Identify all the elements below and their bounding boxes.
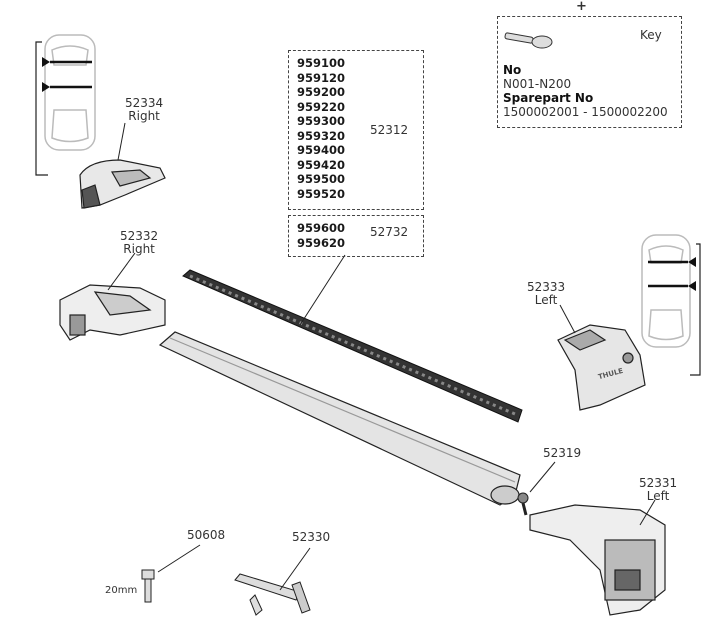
rubber-strip xyxy=(182,269,523,423)
part-side: Right xyxy=(128,109,160,123)
key-title: Key xyxy=(640,28,662,42)
model-number: 959500 xyxy=(297,172,346,186)
key-no-value: N001-N200 xyxy=(503,77,572,91)
model-list: 959600 959620 xyxy=(297,221,345,250)
part-number: 50608 xyxy=(187,528,226,542)
part-number: 52333 xyxy=(527,280,566,294)
arrow-left-icon xyxy=(42,57,50,67)
bracket-right xyxy=(690,243,701,376)
plus-sign: + xyxy=(576,0,587,14)
wing-bar xyxy=(158,331,521,506)
arrow-right-icon xyxy=(688,281,696,291)
part-number: 52331 xyxy=(639,476,678,490)
model-number: 959620 xyxy=(297,235,346,250)
model-number: 959120 xyxy=(297,70,346,85)
part-number: 52334 xyxy=(125,96,164,110)
model-number: 959520 xyxy=(297,186,346,201)
key-no-label: No xyxy=(503,63,522,77)
part-number: 52330 xyxy=(292,530,331,544)
sparepart-value: 1500002001 - 1500002200 xyxy=(503,105,668,119)
model-number: 959100 xyxy=(297,56,346,70)
bolt-length: 20mm xyxy=(105,585,138,596)
model-number: 959200 xyxy=(297,85,346,99)
part-number: 52332 xyxy=(120,229,159,243)
arrow-right-icon xyxy=(688,257,696,267)
model-number: 959300 xyxy=(297,114,346,128)
part-number-52732: 52732 xyxy=(370,225,409,239)
model-number: 959420 xyxy=(297,157,346,172)
part-side: Right xyxy=(123,242,155,256)
part-number-52312: 52312 xyxy=(370,123,409,137)
part-side: Left xyxy=(534,293,558,307)
model-number: 959400 xyxy=(297,143,346,157)
roof-bars-left xyxy=(50,60,92,89)
sparepart-label: Sparepart No xyxy=(503,91,594,105)
end-cover-left xyxy=(557,324,646,411)
screw-52319 xyxy=(517,492,529,516)
model-list: 959100 959120 959200 959220 959300 95932… xyxy=(297,56,345,201)
label-52330: 52330 xyxy=(292,531,330,544)
foot-left xyxy=(529,504,666,616)
roof-bars-right xyxy=(648,260,688,288)
end-cover-right xyxy=(79,159,166,209)
car-top-view-right-icon xyxy=(641,234,691,348)
tool-52330 xyxy=(234,573,311,616)
bolt-50608 xyxy=(141,569,155,603)
part-side: Left xyxy=(646,489,670,503)
arrow-left-icon xyxy=(42,82,50,92)
part-number: 52319 xyxy=(543,446,582,460)
foot-right xyxy=(59,284,166,341)
car-top-view-left-icon xyxy=(44,34,96,151)
label-52319: 52319 xyxy=(543,447,581,460)
label-50608: 50608 xyxy=(187,529,225,542)
model-number: 959600 xyxy=(297,221,346,235)
model-number: 959220 xyxy=(297,99,346,114)
key-icon xyxy=(504,32,553,49)
bracket-left xyxy=(35,41,48,176)
model-number: 959320 xyxy=(297,128,346,143)
